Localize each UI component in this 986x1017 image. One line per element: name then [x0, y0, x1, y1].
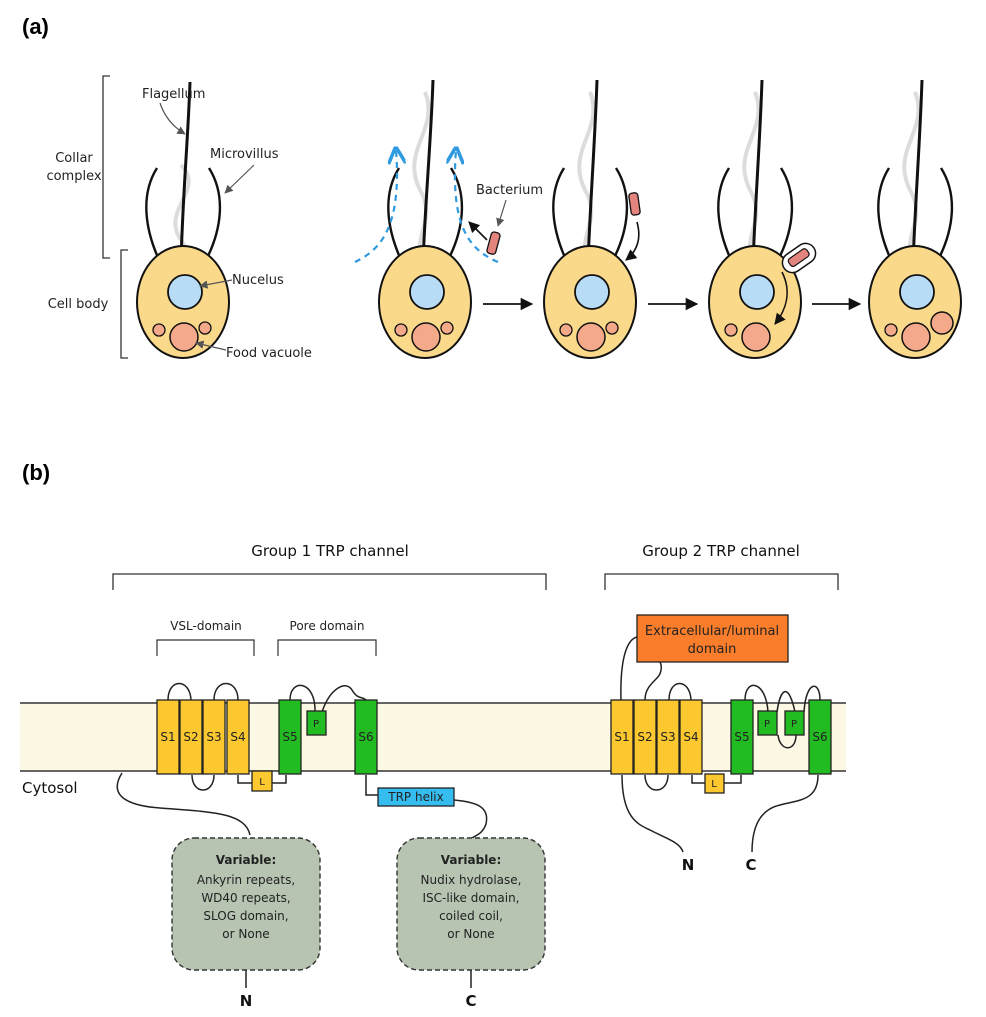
microvillus-right [203, 167, 222, 263]
linker-label: L [711, 779, 717, 790]
vsl-domain-bracket [156, 639, 255, 656]
segment-label: S6 [358, 730, 373, 744]
group1-bracket [112, 573, 547, 590]
segment-label: S3 [660, 730, 675, 744]
bacterium-motion-arrow [468, 221, 488, 241]
nucleus [167, 274, 203, 310]
trp-helix [377, 787, 455, 807]
segment-label: S2 [637, 730, 652, 744]
variable-box-n-line: or None [222, 927, 269, 941]
choanoflagellate-cell-capture [354, 79, 501, 359]
group1-title: Group 1 TRP channel [251, 542, 409, 560]
small-vacuole [152, 323, 166, 337]
segment-s2 [179, 699, 203, 775]
segment-label: S1 [160, 730, 175, 744]
extracellular-domain-label: Extracellular/luminal [645, 624, 779, 639]
segment-label: S3 [206, 730, 221, 744]
segment-label: S5 [734, 730, 749, 744]
pore-loop [306, 710, 327, 736]
segment-label: S1 [614, 730, 629, 744]
panel-a-label: (a) [22, 14, 49, 39]
segment-label: S2 [183, 730, 198, 744]
cell-body-bracket [120, 249, 128, 359]
segment-label: S4 [683, 730, 698, 744]
segment-s1 [610, 699, 634, 775]
microvillus-left [145, 167, 162, 263]
trp-helix-label: TRP helix [387, 790, 443, 804]
microvillus-label: Microvillus [210, 147, 279, 162]
segment-s5 [730, 699, 754, 775]
c-terminus-label: C [745, 856, 756, 874]
choanoflagellate-cell-ingest [708, 79, 817, 359]
segment-s6 [354, 699, 378, 775]
segment-s2 [633, 699, 657, 775]
cell-body-label: Cell body [48, 297, 109, 312]
variable-box-c-heading: Variable: [441, 853, 502, 867]
extracellular-domain-label: domain [688, 642, 737, 657]
bacterium [628, 192, 641, 216]
membrane [20, 703, 846, 771]
bacterium [486, 231, 501, 255]
water-flow-arrow [354, 150, 397, 263]
pore-domain-label: Pore domain [290, 619, 365, 633]
vsl-domain-label: VSL-domain [170, 619, 242, 633]
food-vacuole-label: Food vacuole [226, 346, 312, 361]
collar-complex-label: Collar [55, 151, 93, 166]
collar-complex-label: complex [46, 169, 101, 184]
cytosol-label: Cytosol [22, 779, 78, 797]
choanoflagellate-cell-capture [543, 79, 641, 359]
flagellum [179, 81, 192, 263]
segment-s3 [656, 699, 680, 775]
bacterium-label: Bacterium [476, 183, 543, 198]
c-terminus-label: C [465, 992, 476, 1010]
group2-loops [620, 636, 821, 853]
variable-box-c-line: ISC-like domain, [422, 891, 519, 905]
variable-box-c-line: coiled coil, [439, 909, 503, 923]
bacterium [787, 248, 810, 268]
group2-bracket [604, 573, 839, 590]
segment-s1 [156, 699, 180, 775]
linker-label: L [259, 777, 265, 788]
pore-loop-label: P [791, 719, 797, 730]
variable-box-n-line: WD40 repeats, [201, 891, 290, 905]
segment-s5 [278, 699, 302, 775]
segment-s6 [808, 699, 832, 775]
n-terminus-label: N [682, 856, 695, 874]
group1-segments [156, 699, 455, 807]
group2-title: Group 2 TRP channel [642, 542, 800, 560]
panel-b-label: (b) [22, 460, 50, 485]
food-vacuole [169, 322, 199, 352]
segment-s4 [679, 699, 703, 775]
extracellular-domain [636, 614, 789, 663]
nucleus-label: Nucelus [232, 273, 284, 288]
pore-domain-bracket [277, 639, 377, 656]
variable-box-c-line: or None [447, 927, 494, 941]
linker [704, 773, 725, 794]
segment-label: S6 [812, 730, 827, 744]
variable-box-c-line: Nudix hydrolase, [421, 873, 522, 887]
collar-complex-bracket [102, 75, 110, 259]
group2-segments [610, 699, 832, 794]
segment-s4 [226, 699, 250, 775]
choanoflagellate-cell-labeled [136, 81, 230, 359]
variable-box-n-heading: Variable: [216, 853, 277, 867]
segment-label: S4 [230, 730, 245, 744]
pore-loop-label: P [313, 719, 319, 730]
flagellum-label: Flagellum [142, 87, 205, 102]
pore-loop-label: P [764, 719, 770, 730]
water-flow-arrow [455, 150, 499, 264]
n-terminus-label: N [240, 992, 253, 1010]
pore-loop [757, 710, 778, 736]
group1-loops [116, 682, 488, 841]
segment-label: S5 [282, 730, 297, 744]
flagellum [421, 79, 435, 263]
choanoflagellate-cell-digest [868, 79, 962, 359]
small-vacuole [198, 321, 212, 335]
pore-loop [784, 710, 805, 736]
linker [251, 770, 273, 792]
variable-box-n-line: Ankyrin repeats, [197, 873, 295, 887]
variable-box-n-line: SLOG domain, [203, 909, 288, 923]
segment-s3 [202, 699, 226, 775]
